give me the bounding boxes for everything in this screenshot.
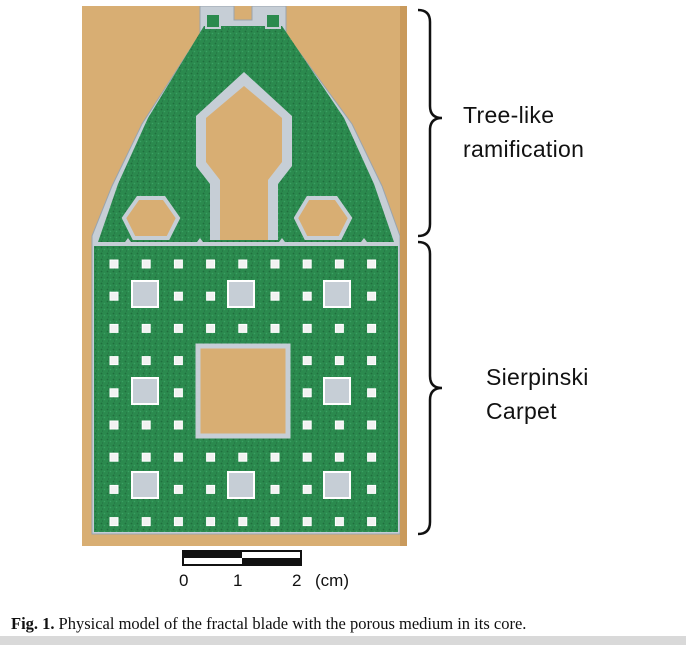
tree-center-hole [206, 86, 282, 240]
small-square-hole [206, 484, 216, 494]
small-square-hole [334, 517, 344, 527]
small-square-hole [334, 323, 344, 333]
small-square-hole [238, 517, 248, 527]
figure-caption: Fig. 1.Physical model of the fractal bla… [11, 614, 526, 634]
small-square-hole [109, 484, 119, 494]
small-square-hole [270, 484, 280, 494]
small-square-hole [141, 323, 151, 333]
small-square-hole [173, 259, 183, 269]
small-square-hole [238, 259, 248, 269]
small-square-hole [270, 323, 280, 333]
small-square-hole [302, 291, 312, 301]
small-square-hole [109, 452, 119, 462]
small-square-hole [302, 517, 312, 527]
scale-black-segment-2 [242, 558, 301, 565]
board-edge [400, 6, 407, 546]
fractal-blade-photo [82, 6, 407, 546]
label-sierpinski-carpet: Sierpinski Carpet [486, 364, 589, 424]
small-square-hole [109, 420, 119, 430]
small-square-hole [141, 259, 151, 269]
small-square-hole [109, 291, 119, 301]
small-square-hole [334, 259, 344, 269]
small-square-hole [238, 323, 248, 333]
small-square-hole [334, 420, 344, 430]
scale-tick-0: 0 [179, 571, 189, 590]
small-square-hole [270, 517, 280, 527]
small-square-hole [173, 484, 183, 494]
small-square-hole [302, 452, 312, 462]
figure-label: Fig. 1. [11, 614, 55, 633]
tree-left-hole [121, 196, 181, 240]
caption-text: Physical model of the fractal blade with… [58, 614, 527, 633]
small-square-hole [302, 356, 312, 366]
scale-tick-2: 2 [292, 571, 302, 590]
small-square-hole [109, 388, 119, 398]
small-square-hole [173, 452, 183, 462]
small-square-hole [206, 259, 216, 269]
small-square-hole [173, 323, 183, 333]
small-square-hole [367, 259, 377, 269]
small-square-hole [367, 356, 377, 366]
scale-black-segment [183, 551, 242, 558]
small-square-hole [367, 452, 377, 462]
small-square-hole [109, 259, 119, 269]
sierpinski-brace [417, 240, 443, 536]
small-square-hole [206, 452, 216, 462]
small-square-hole [367, 517, 377, 527]
sierpinski-medium-holes [131, 280, 351, 499]
small-square-hole [141, 356, 151, 366]
small-square-hole [302, 259, 312, 269]
label-tree-like-ramification: Tree-like ramification [463, 102, 585, 162]
scale-unit: (cm) [315, 571, 349, 590]
small-square-hole [367, 420, 377, 430]
small-square-hole [173, 356, 183, 366]
region-braces [417, 8, 443, 536]
scale-tick-1: 1 [233, 571, 243, 590]
small-square-hole [173, 291, 183, 301]
tree-right-hole [293, 196, 353, 240]
scale-bar [182, 550, 302, 566]
small-square-hole [109, 517, 119, 527]
small-square-hole [270, 452, 280, 462]
small-square-hole [302, 388, 312, 398]
small-square-hole [367, 388, 377, 398]
small-square-hole [270, 291, 280, 301]
small-square-hole [334, 356, 344, 366]
small-square-hole [238, 452, 248, 462]
tree-brace [417, 8, 443, 238]
small-square-hole [173, 420, 183, 430]
triangle-row [122, 238, 370, 246]
small-square-hole [206, 517, 216, 527]
small-square-hole [109, 323, 119, 333]
small-square-hole [141, 420, 151, 430]
top-slot-left [205, 13, 221, 29]
small-square-hole [141, 517, 151, 527]
sierpinski-center-hole [195, 343, 291, 439]
small-square-hole [141, 452, 151, 462]
small-square-hole [302, 484, 312, 494]
small-square-hole [302, 323, 312, 333]
top-slot-right [265, 13, 281, 29]
small-square-hole [367, 484, 377, 494]
small-square-hole [173, 388, 183, 398]
small-square-hole [367, 291, 377, 301]
small-square-hole [206, 291, 216, 301]
small-square-hole [302, 420, 312, 430]
small-square-hole [367, 323, 377, 333]
small-square-hole [270, 259, 280, 269]
small-square-hole [206, 323, 216, 333]
small-square-hole [173, 517, 183, 527]
small-square-hole [109, 356, 119, 366]
caption-divider [0, 636, 686, 645]
small-square-hole [334, 452, 344, 462]
